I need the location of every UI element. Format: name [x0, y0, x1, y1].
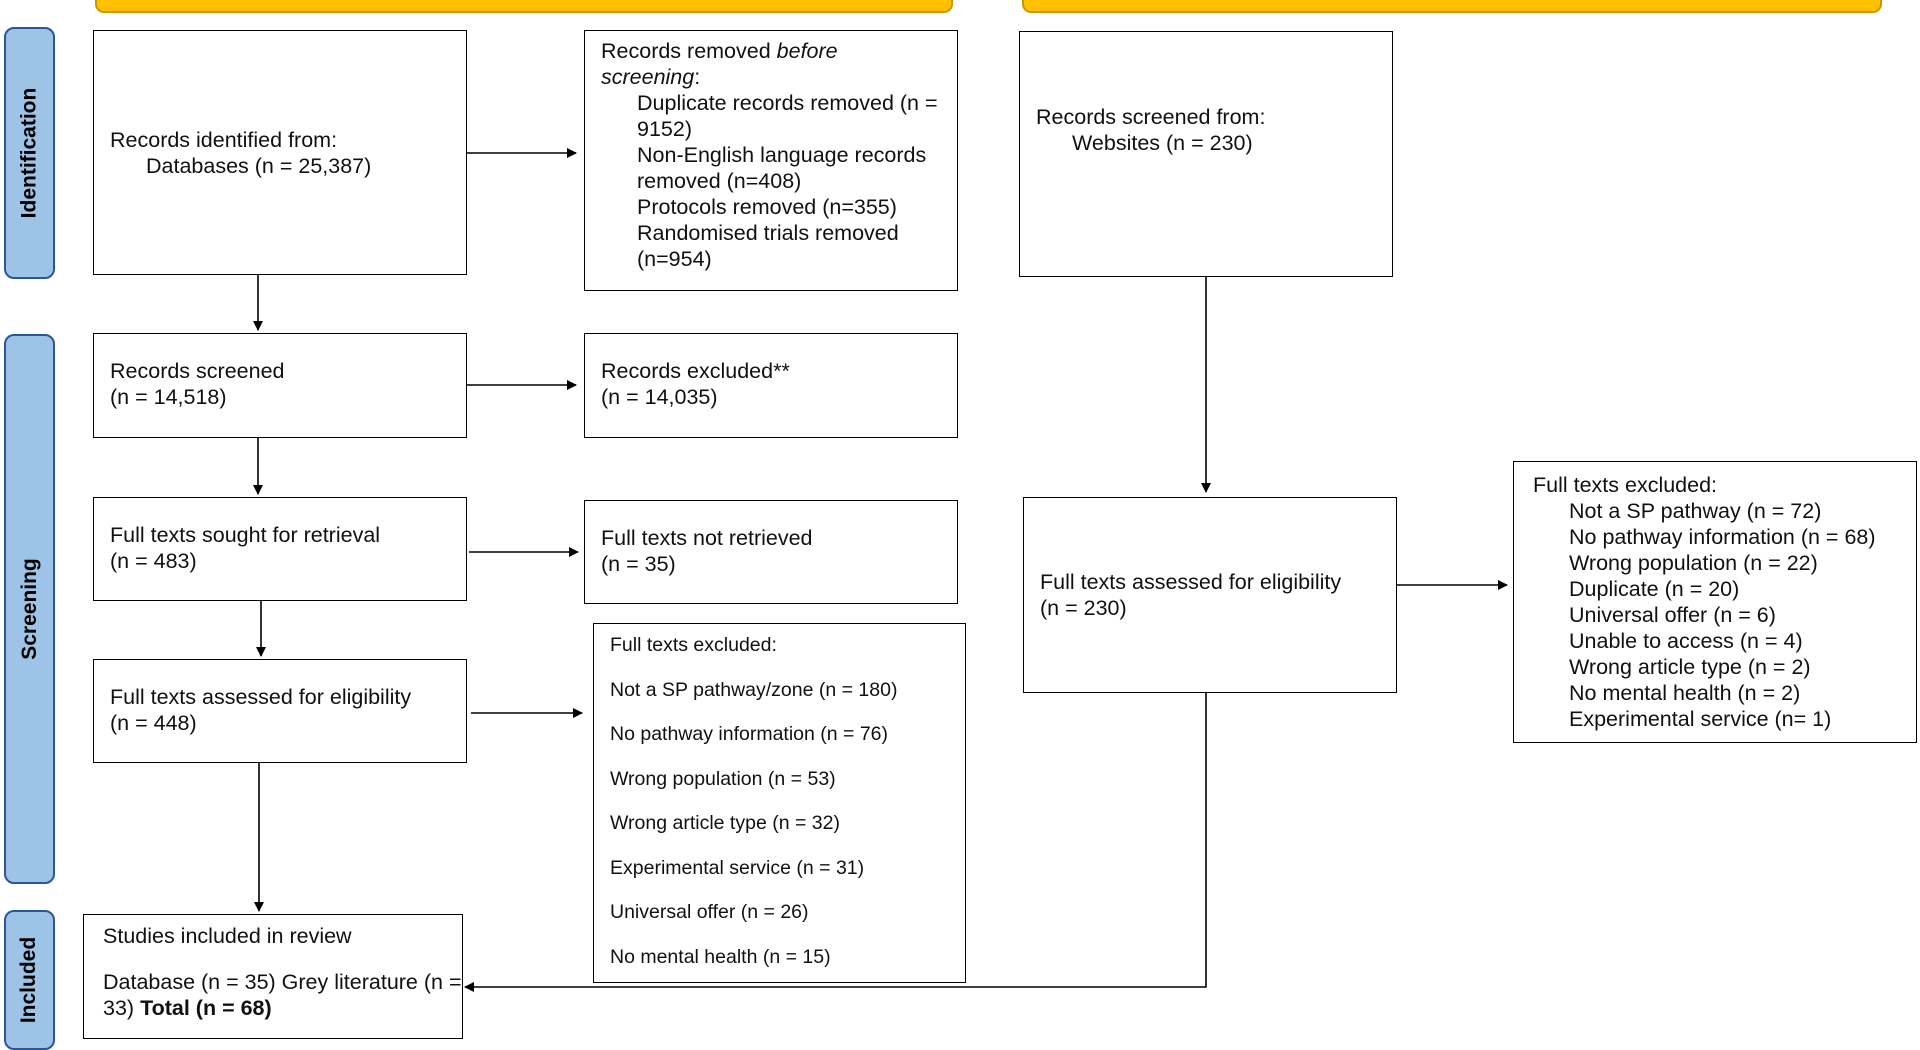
prisma-flow-diagram: Identification Screening Included Record…: [4, 0, 1917, 1050]
web-exclusion-reason: Wrong article type (n = 2): [1569, 655, 1811, 679]
phase-identification: Identification: [4, 27, 55, 279]
records-screened-title: Records screened: [110, 359, 285, 383]
full-texts-not-retrieved-count: (n = 35): [601, 552, 676, 576]
full-texts-sought-title: Full texts sought for retrieval: [110, 523, 381, 547]
removed-item: Randomised trials removed (n=954): [637, 221, 899, 271]
records-identified-databases: Databases (n = 25,387): [146, 153, 372, 178]
exclusion-reason: Wrong population (n = 53): [610, 767, 836, 790]
records-identified-title: Records identified from:: [110, 127, 338, 152]
web-exclusion-reason: Not a SP pathway (n = 72): [1569, 499, 1822, 523]
records-identified-box: Records identified from: Databases (n = …: [93, 30, 467, 275]
web-records-screened-title: Records screened from:: [1036, 105, 1266, 129]
web-exclusion-reason: Wrong population (n = 22): [1569, 551, 1818, 575]
records-excluded-count: (n = 14,035): [601, 385, 718, 409]
web-records-screened-websites: Websites (n = 230): [1072, 131, 1253, 155]
full-texts-assessed-count: (n = 448): [110, 711, 197, 735]
full-texts-excluded-box: Full texts excluded: Not a SP pathway/zo…: [593, 623, 966, 983]
web-records-screened-box: Records screened from: Websites (n = 230…: [1019, 31, 1393, 277]
exclusion-reason: No mental health (n = 15): [610, 945, 831, 968]
phase-screening: Screening: [4, 334, 55, 884]
web-full-texts-excluded-box: Full texts excluded: Not a SP pathway (n…: [1513, 461, 1917, 743]
full-texts-not-retrieved-box: Full texts not retrieved (n = 35): [584, 500, 958, 604]
web-full-texts-excluded-title: Full texts excluded:: [1533, 473, 1718, 497]
studies-included-box: Studies included in review Database (n =…: [83, 914, 463, 1039]
flow-arrows: [253, 148, 1508, 992]
web-exclusion-reason: No mental health (n = 2): [1569, 681, 1801, 705]
records-excluded-title: Records excluded**: [601, 359, 790, 383]
full-texts-assessed-title: Full texts assessed for eligibility: [110, 685, 412, 709]
full-texts-assessed-box: Full texts assessed for eligibility (n =…: [93, 659, 467, 763]
records-removed-heading: Records removed before screening:: [601, 39, 838, 89]
databases-header-banner: [95, 0, 953, 13]
web-full-texts-assessed-title: Full texts assessed for eligibility: [1040, 570, 1342, 594]
other-sources-header-banner: [1022, 0, 1882, 13]
studies-included-title: Studies included in review: [103, 924, 352, 948]
full-texts-sought-count: (n = 483): [110, 549, 197, 573]
records-screened-box: Records screened (n = 14,518): [93, 333, 467, 438]
exclusion-reason: Not a SP pathway/zone (n = 180): [610, 678, 898, 701]
web-full-texts-assessed-box: Full texts assessed for eligibility (n =…: [1023, 497, 1397, 693]
removed-item: Duplicate records removed (n = 9152): [637, 91, 938, 141]
full-texts-not-retrieved-title: Full texts not retrieved: [601, 526, 813, 550]
records-excluded-box: Records excluded** (n = 14,035): [584, 333, 958, 438]
web-exclusion-reason: Duplicate (n = 20): [1569, 577, 1740, 601]
web-exclusion-reason: Unable to access (n = 4): [1569, 629, 1803, 653]
removed-item: Non-English language records removed (n=…: [637, 143, 927, 193]
exclusion-reason: No pathway information (n = 76): [610, 723, 889, 745]
records-removed-before-screening-box: Records removed before screening: Duplic…: [584, 30, 958, 291]
full-texts-sought-box: Full texts sought for retrieval (n = 483…: [93, 497, 467, 601]
records-screened-count: (n = 14,518): [110, 385, 227, 409]
web-exclusion-reason: Experimental service (n= 1): [1569, 707, 1832, 731]
web-exclusion-reason: Universal offer (n = 6): [1569, 603, 1776, 627]
web-exclusion-reason: No pathway information (n = 68): [1569, 525, 1876, 549]
studies-included-breakdown: Database (n = 35) Grey literature (n = 3…: [103, 969, 462, 1021]
full-texts-excluded-title: Full texts excluded:: [610, 634, 777, 656]
exclusion-reason: Universal offer (n = 26): [610, 901, 809, 923]
arrow-web-assessed-to-included: [464, 693, 1207, 992]
exclusion-reason: Wrong article type (n = 32): [610, 812, 840, 834]
web-full-texts-assessed-count: (n = 230): [1040, 596, 1127, 620]
studies-included-body: Database (n = 35) Grey literature (n = 3…: [103, 970, 462, 1020]
removed-item: Protocols removed (n=355): [637, 195, 897, 219]
studies-included-total: Total (n = 68): [140, 996, 272, 1020]
exclusion-reason: Experimental service (n = 31): [610, 856, 865, 879]
